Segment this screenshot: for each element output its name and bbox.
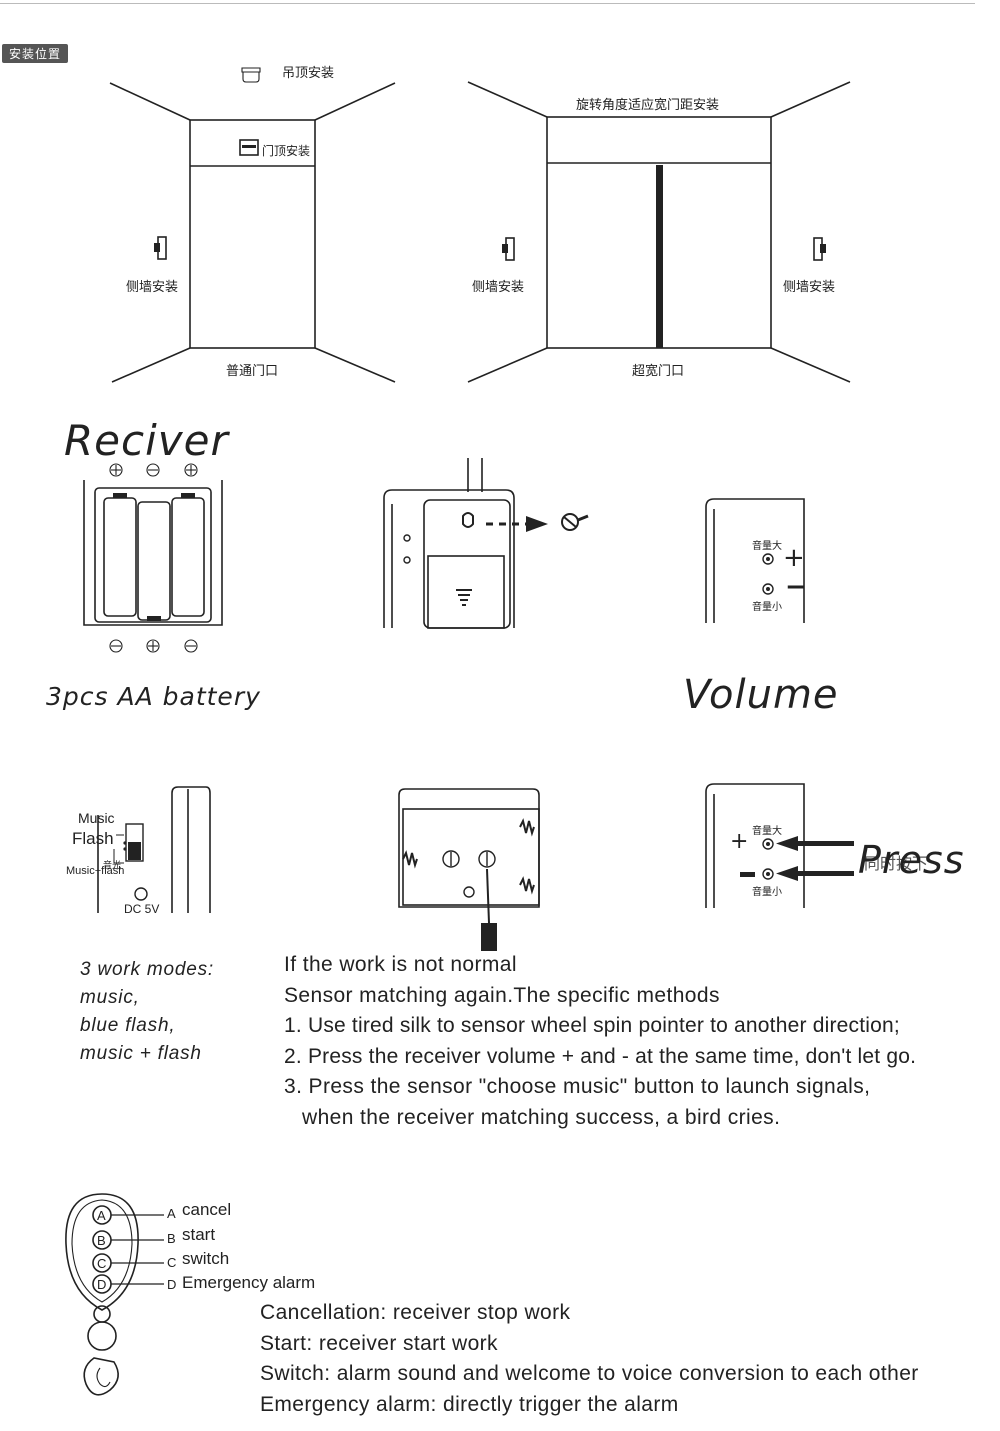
volume-title: Volume [683, 672, 839, 718]
screw-icon [561, 513, 589, 531]
remote-label-start: start [182, 1225, 216, 1244]
mode-music-label: Music [78, 810, 115, 826]
mode-flash-label: Flash [72, 829, 114, 848]
side-wall-install-label: 侧墙安装 [126, 280, 179, 295]
work-mode-music: music, [80, 987, 140, 1008]
top-divider [0, 3, 975, 4]
svg-text:D: D [97, 1277, 106, 1292]
svg-text:+: + [730, 829, 748, 854]
remote-descriptions: Cancellation: receiver stop work Start: … [260, 1298, 919, 1420]
side-wall-sensor-icon [502, 237, 515, 261]
remote-desc-line: Switch: alarm sound and welcome to voice… [260, 1362, 919, 1385]
remote-label-switch: switch [182, 1249, 230, 1268]
remote-desc-line: Cancellation: receiver stop work [260, 1301, 571, 1324]
instruction-line: when the receiver matching success, a bi… [302, 1105, 781, 1129]
instruction-line: 2. Press the receiver volume + and - at … [284, 1044, 917, 1068]
remote-desc-line: Emergency alarm: directly trigger the al… [260, 1392, 679, 1416]
press-label: Press [858, 838, 965, 882]
ceiling-install-label: 吊顶安装 [282, 66, 335, 81]
remote-letter-b: B [167, 1231, 176, 1246]
mode-switch-cn-label: 音光 [103, 860, 122, 870]
side-wall-sensor-icon [154, 236, 167, 260]
instruction-line: Sensor matching again.The specific metho… [284, 983, 720, 1007]
dc-input-label: DC 5V [124, 902, 160, 916]
rotate-install-label: 旋转角度适应宽门距安装 [576, 98, 720, 113]
svg-text:B: B [97, 1233, 106, 1248]
volume-down-label-press: 音量小 [752, 887, 782, 898]
side-wall-sensor-icon [813, 237, 826, 261]
volume-press-view: + [705, 783, 854, 908]
remote-label-cancel: cancel [182, 1200, 232, 1219]
work-modes-heading: 3 work modes: [80, 959, 214, 980]
volume-down-label: 音量小 [752, 602, 782, 613]
plus-sign: + [783, 543, 805, 573]
volume-up-label: 音量大 [752, 541, 782, 552]
normal-door-label: 普通门口 [226, 364, 279, 379]
volume-up-label-press: 音量大 [752, 826, 782, 837]
side-wall-install-label-left: 侧墙安装 [472, 280, 525, 295]
side-wall-install-label-right: 侧墙安装 [783, 280, 836, 295]
battery-caption: 3pcs AA battery [46, 682, 261, 711]
minus-sign: − [785, 572, 807, 602]
svg-text:C: C [97, 1256, 106, 1271]
section-tag: 安装位置 [2, 44, 69, 63]
door-top-install-label: 门顶安装 [262, 144, 311, 158]
remote-label-emergency: Emergency alarm [182, 1273, 316, 1292]
matching-instructions: If the work is not normal Sensor matchin… [284, 950, 916, 1133]
mode-music-flash-label: Music+flash [66, 865, 125, 877]
battery-compartment [83, 463, 223, 653]
work-mode-music-flash: music + flash [80, 1043, 202, 1064]
door-top-sensor-icon [239, 139, 259, 156]
install-diagram-wide [467, 81, 851, 383]
instruction-line: 3. Press the sensor "choose music" butto… [284, 1075, 871, 1098]
receiver-wall-mount [383, 458, 589, 629]
press-overlay-label: 同时按下 [864, 854, 929, 873]
instruction-line: If the work is not normal [284, 953, 517, 976]
remote-letter-d: D [167, 1277, 177, 1292]
install-diagram-normal [109, 67, 396, 383]
remote-letter-a: A [167, 1206, 176, 1221]
remote-control: A B C D [65, 1193, 164, 1396]
instruction-line: 1. Use tired silk to sensor wheel spin p… [284, 1014, 900, 1037]
svg-text:A: A [97, 1208, 106, 1223]
remote-letter-c: C [167, 1255, 177, 1270]
sensor-dial-board [398, 788, 540, 951]
ceiling-sensor-icon [241, 67, 261, 83]
remote-desc-line: Start: receiver start work [260, 1331, 498, 1355]
volume-side-view [705, 498, 805, 623]
wide-door-label: 超宽门口 [632, 364, 685, 379]
mode-switch-side-view [97, 786, 211, 913]
work-modes-block: 3 work modes: music, blue flash, music +… [80, 956, 214, 1068]
receiver-title: Reciver [64, 416, 229, 465]
work-mode-flash: blue flash, [80, 1015, 176, 1036]
